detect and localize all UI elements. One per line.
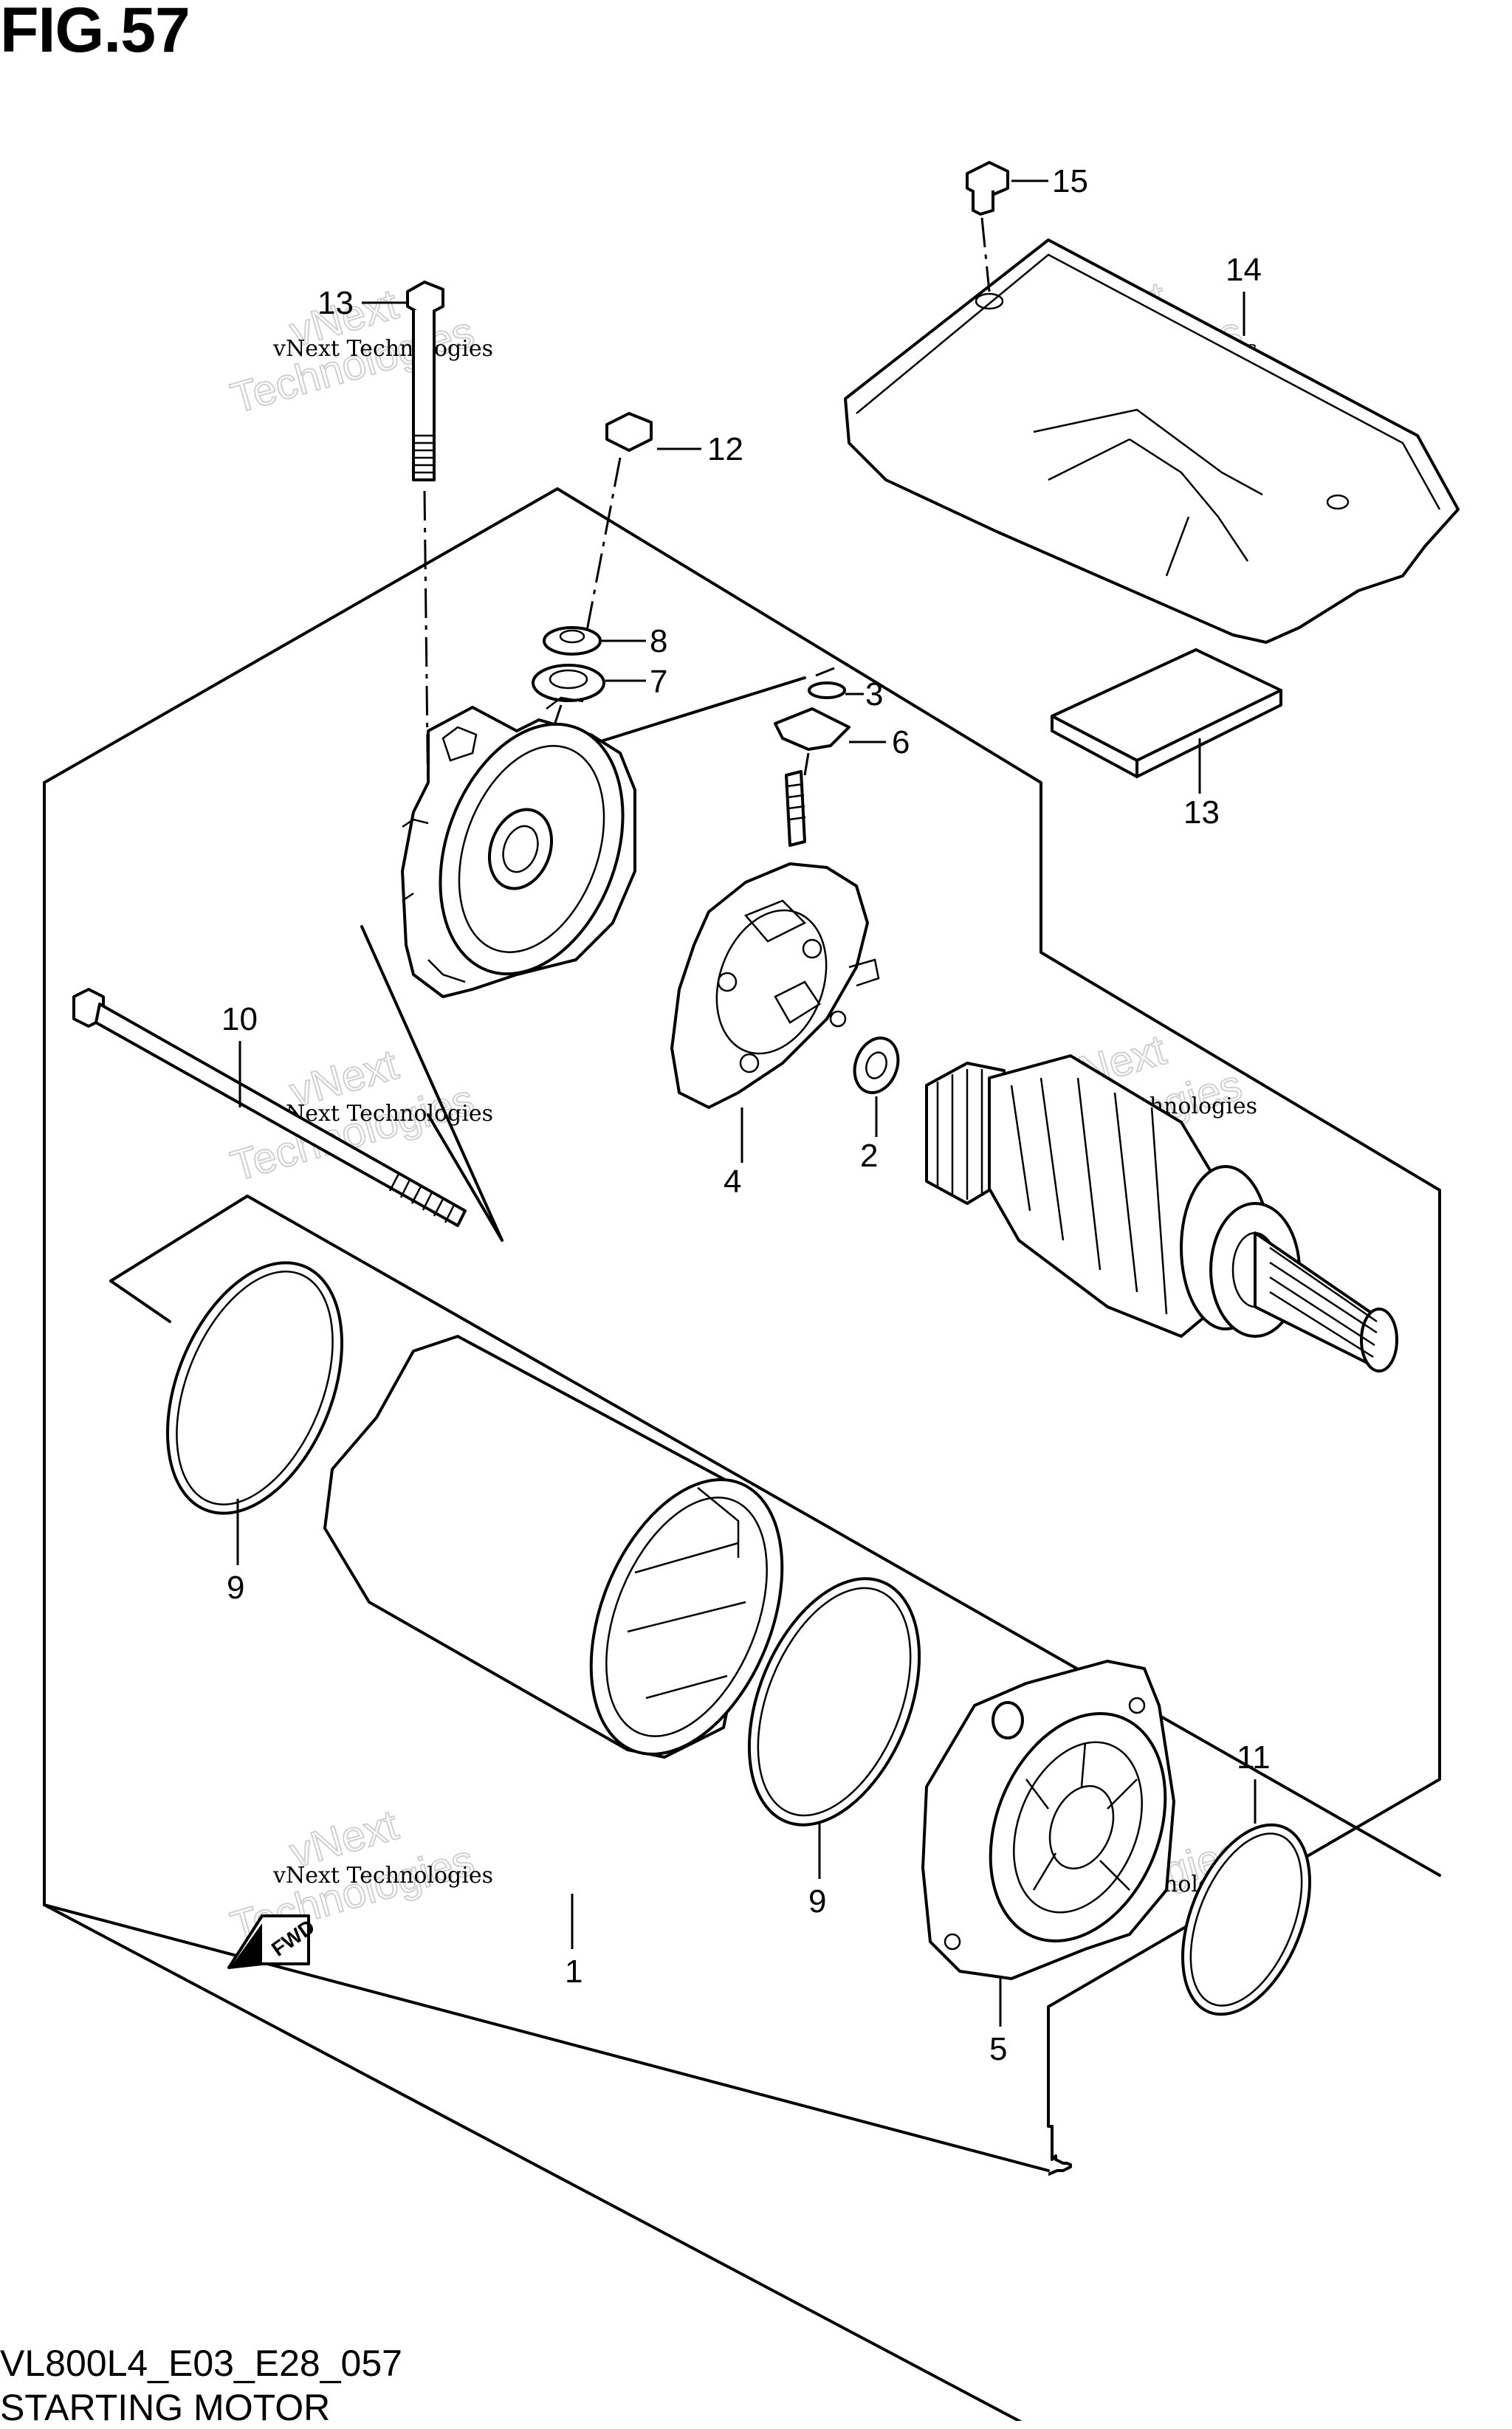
callout-4: 4 (724, 1164, 741, 1200)
callout-14: 14 (1226, 252, 1262, 288)
bolt-part-16 (966, 161, 1009, 292)
brush-holder-part-4 (670, 770, 880, 1109)
end-cover-housing (401, 696, 636, 998)
watermark-small: vNext Technologies (272, 1863, 493, 1889)
pad-part-15 (1051, 648, 1282, 778)
oring-part-9-lower (747, 1577, 921, 1827)
end-bracket-part-5 (921, 1660, 1175, 1980)
callout-9-upper: 9 (227, 1570, 244, 1606)
terminal-part-6 (774, 707, 850, 776)
leader-lines (236, 179, 1257, 2027)
callout-15: 13 (1183, 794, 1220, 831)
watermark-small: vNext Technologies (272, 336, 493, 362)
figure-title: FIG.57 (0, 0, 190, 66)
motor-yoke (323, 1335, 784, 1759)
nut-part-12 (582, 412, 653, 650)
oring-part-9-upper (165, 1261, 344, 1515)
callout-13: 13 (317, 285, 354, 321)
model-code: VL800L4_E03_E28_057 (0, 2343, 402, 2384)
seal-part-7 (532, 664, 605, 739)
washer-part-2 (853, 1037, 900, 1094)
callout-16: 15 (1052, 163, 1088, 199)
callout-5: 5 (989, 2031, 1007, 2067)
callout-9-lower: 9 (808, 1883, 826, 1920)
cover-part-14 (844, 238, 1460, 644)
oring-part-11 (1181, 1823, 1311, 2016)
inner-cutout-line (109, 1195, 1441, 1877)
diagram-caption: STARTING MOTOR (0, 2387, 331, 2428)
callout-6: 6 (892, 724, 910, 760)
callout-11: 11 (1237, 1739, 1271, 1776)
callout-3: 3 (865, 676, 883, 712)
armature (925, 1054, 1398, 1372)
callout-8: 8 (650, 623, 667, 659)
callout-10: 10 (221, 1001, 258, 1037)
nut-part-8 (543, 626, 602, 656)
callout-numbers: 13 15 14 13 12 8 7 3 6 4 2 10 9 9 5 11 1 (221, 163, 1271, 2067)
callout-2: 2 (860, 1138, 878, 1174)
assembly-bottom-edge (43, 1903, 1050, 2172)
callout-12: 12 (707, 431, 743, 467)
callout-7: 7 (650, 664, 667, 700)
through-bolt-part-13 (406, 281, 444, 813)
long-bolt-part-10 (72, 988, 467, 1227)
callout-1: 1 (565, 1954, 583, 1990)
oring-part-3 (808, 667, 846, 699)
